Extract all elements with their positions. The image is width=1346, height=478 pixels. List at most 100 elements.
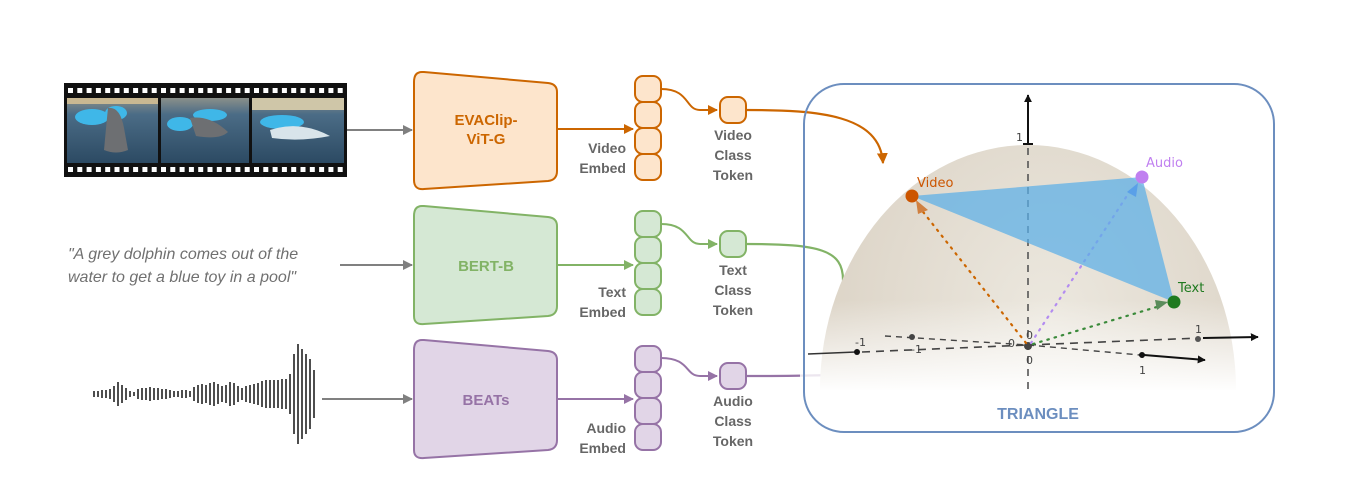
origin-label-c: 0	[1026, 354, 1033, 367]
origin-label-a: 0	[1008, 337, 1015, 350]
text-caption: "A grey dolphin comes out of the water t…	[68, 246, 413, 286]
film-sprocket-hole	[133, 167, 139, 172]
embedding-triangle	[912, 177, 1174, 302]
audio-token-label-2: Class	[714, 413, 752, 429]
video-point-label: Video	[917, 176, 953, 191]
film-sprocket-hole	[300, 167, 306, 172]
audio-cls-arrow	[660, 357, 718, 381]
film-sprocket-hole	[337, 167, 343, 172]
audio-encoder-box	[413, 339, 558, 460]
audio-embed-stack	[634, 345, 662, 451]
film-sprocket-hole	[179, 167, 185, 172]
text-token-label-2: Class	[714, 282, 752, 298]
film-sprocket-hole	[95, 88, 101, 93]
film-sprocket-hole	[226, 167, 232, 172]
film-sprocket-hole	[123, 167, 129, 172]
text-embed-label-2: Embed	[579, 304, 626, 320]
film-sprocket-hole	[86, 88, 92, 93]
film-sprocket-hole	[244, 88, 250, 93]
video-frame-2	[161, 98, 249, 163]
film-sprocket-hole	[105, 88, 111, 93]
caption-line-2: water to get a blue toy in a pool"	[68, 269, 297, 286]
text-embed-stack	[634, 210, 662, 316]
film-sprocket-hole	[123, 88, 129, 93]
film-sprockets-bottom	[68, 167, 343, 172]
origin-label-b: 0	[1026, 329, 1033, 342]
text-vector-head	[1155, 300, 1168, 310]
film-sprocket-hole	[291, 88, 297, 93]
triangle-panel: 1 -1 1 -1 1 0 0 0	[800, 83, 1280, 433]
text-token-label-1: Text	[719, 262, 747, 278]
film-sprocket-hole	[319, 167, 325, 172]
embed-cell	[634, 210, 662, 238]
embed-cell	[634, 236, 662, 264]
film-sprocket-hole	[198, 88, 204, 93]
film-sprocket-hole	[254, 167, 259, 172]
video-branch: EVAClip- ViT-G Video Embed Video Class T…	[413, 71, 888, 191]
film-sprocket-hole	[272, 88, 278, 93]
video-token-label-1: Video	[714, 127, 752, 143]
y-axis-arrow	[1143, 354, 1206, 364]
film-sprocket-hole	[235, 88, 241, 93]
film-sprocket-hole	[77, 88, 83, 93]
text-branch: BERT-B Text Embed Text Class Token	[413, 205, 910, 326]
film-sprocket-hole	[216, 167, 222, 172]
video-token-label-3: Token	[713, 167, 753, 183]
x-tick-left: -1	[855, 336, 866, 349]
text-vector	[1031, 304, 1162, 346]
film-sprocket-hole	[309, 88, 315, 93]
film-sprocket-hole	[161, 88, 166, 93]
audio-embed-label-1: Audio	[586, 420, 626, 436]
film-sprocket-hole	[114, 88, 120, 93]
video-vector	[918, 206, 1028, 345]
embed-cell	[634, 262, 662, 290]
film-sprocket-hole	[244, 167, 250, 172]
film-sprocket-hole	[309, 167, 315, 172]
video-vector-head	[916, 200, 928, 214]
embed-cell	[634, 101, 662, 129]
film-sprocket-hole	[179, 88, 185, 93]
film-sprocket-hole	[328, 167, 334, 172]
embed-cell	[634, 423, 662, 451]
text-encoder-label: BERT-B	[458, 258, 514, 275]
film-sprocket-hole	[133, 88, 139, 93]
film-sprocket-hole	[291, 167, 297, 172]
film-sprocket-hole	[95, 167, 101, 172]
embed-cell	[634, 371, 662, 399]
audio-point	[1135, 170, 1149, 184]
waveform-bars	[93, 344, 315, 444]
film-sprocket-hole	[151, 88, 157, 93]
x-tick-right: 1	[1195, 323, 1202, 336]
video-class-token	[719, 96, 747, 124]
film-sprocket-hole	[170, 88, 176, 93]
film-sprocket-hole	[207, 167, 213, 172]
film-sprocket-hole	[272, 167, 278, 172]
text-class-token	[719, 230, 747, 258]
embed-cell	[634, 153, 662, 181]
film-sprocket-hole	[226, 88, 232, 93]
film-sprocket-hole	[86, 167, 92, 172]
audio-vector	[1029, 186, 1134, 345]
film-sprocket-hole	[151, 167, 157, 172]
video-frame-1	[67, 98, 158, 163]
audio-token-label-1: Audio	[713, 393, 753, 409]
film-sprocket-hole	[319, 88, 325, 93]
y-tick-back: -1	[911, 343, 922, 356]
film-sprockets-top	[68, 88, 343, 93]
embed-cell	[634, 75, 662, 103]
audio-point-label: Audio	[1146, 156, 1183, 171]
text-token-label-3: Token	[713, 302, 753, 318]
film-sprocket-hole	[68, 88, 73, 93]
film-sprocket-hole	[68, 167, 73, 172]
film-sprocket-hole	[254, 88, 259, 93]
film-sprocket-hole	[77, 167, 83, 172]
film-sprocket-hole	[188, 88, 194, 93]
film-sprocket-hole	[281, 167, 287, 172]
video-point	[905, 189, 919, 203]
film-sprocket-hole	[170, 167, 176, 172]
text-encoder-box	[413, 205, 558, 326]
film-sprocket-hole	[300, 88, 306, 93]
video-embed-label-1: Video	[588, 140, 626, 156]
video-cls-arrow	[660, 88, 718, 115]
